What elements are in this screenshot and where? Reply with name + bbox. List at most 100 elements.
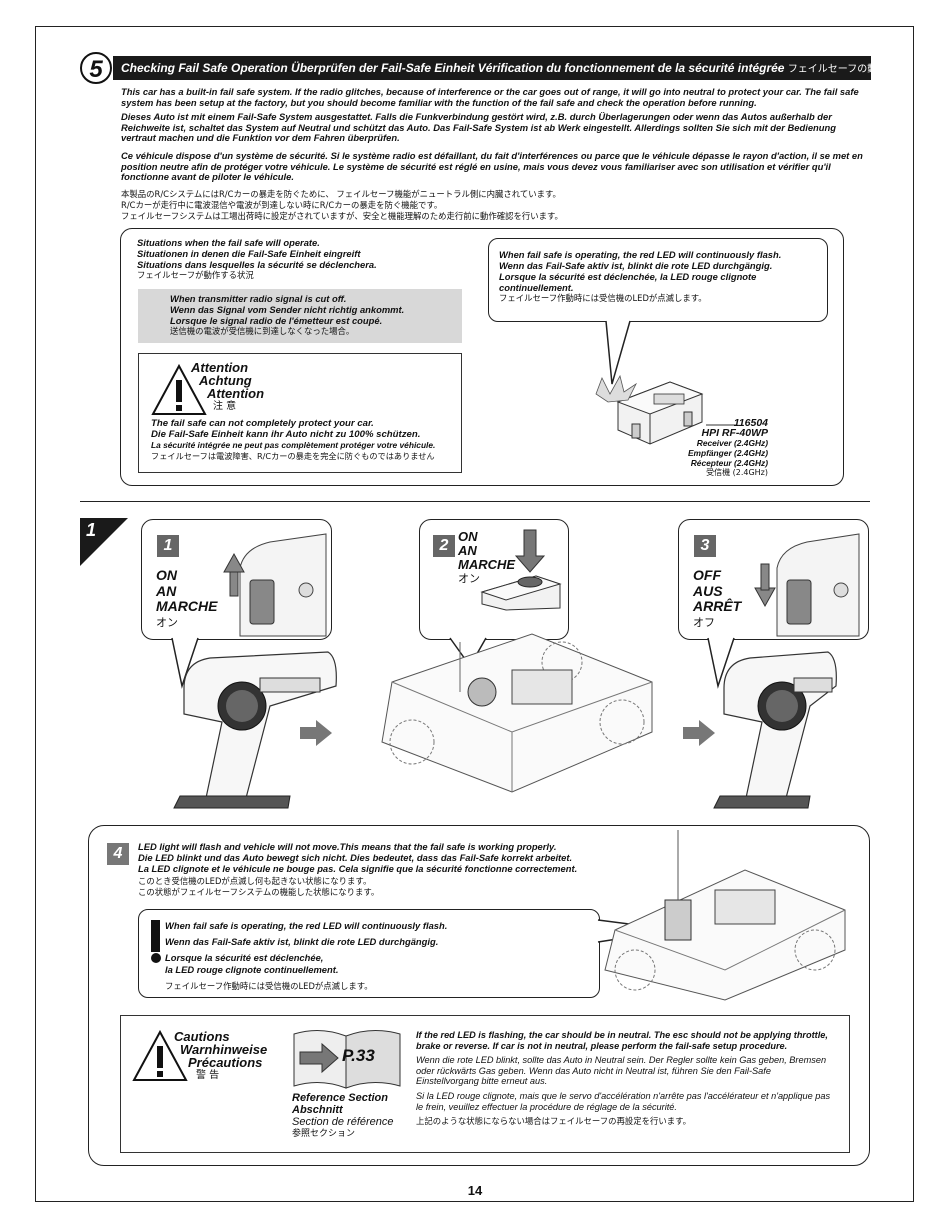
substep-1-number: 1: [157, 535, 179, 557]
arrow-2-shaft: [683, 727, 701, 739]
bubble-tail: [605, 320, 631, 385]
attention-note: The fail safe can not completely protect…: [151, 418, 461, 462]
signal-jp: 送信機の電波が受信機に到達しなくなった場合。: [170, 326, 355, 336]
reference-jp: 参照セクション: [292, 1129, 356, 1139]
cautions-t-fr: Si la LED rouge clignote, mais que le se…: [416, 1090, 831, 1112]
substep-3-number: 3: [694, 535, 716, 557]
intro-en: This car has a built-in fail safe system…: [121, 86, 859, 108]
s2-on: ON: [458, 529, 478, 544]
led-bubble-text: When fail safe is operating, the red LED…: [499, 249, 819, 304]
reference-fr: Section de référence: [292, 1116, 394, 1128]
cautions-text: If the red LED is flashing, the car shou…: [416, 1030, 836, 1127]
arrow-2-icon: [699, 720, 715, 746]
s1-jp: オン: [156, 615, 178, 629]
substep-2-box: 2 ON AN MARCHE オン: [419, 519, 569, 640]
s2-marche: MARCHE: [458, 557, 516, 572]
section-title: Checking Fail Safe Operation Überprüfen …: [121, 61, 785, 75]
section-title-bar: Checking Fail Safe Operation Überprüfen …: [113, 56, 871, 80]
step4-led-fr1: Lorsque la sécurité est déclenchée,: [165, 952, 324, 963]
substep-1-box: 1 ON AN MARCHE オン: [141, 519, 332, 640]
step4-led-en: When fail safe is operating, the red LED…: [165, 920, 448, 931]
reference-de: Abschnitt: [292, 1104, 343, 1116]
attention-jp: 注 意: [213, 401, 237, 412]
s2-jp: オン: [458, 572, 480, 585]
situations-fr: Situations dans lesquelles la sécurité s…: [137, 259, 377, 270]
reference-section-label: Reference Section Abschnitt Section de r…: [292, 1092, 394, 1140]
substep-2-number: 2: [433, 535, 455, 557]
switch-closeup-icon: [223, 533, 327, 637]
signal-lines: When transmitter radio signal is cut off…: [170, 293, 404, 337]
step-four-text: LED light will flash and vehicle will no…: [138, 841, 658, 898]
situations-jp: フェイルセーフが動作する状況: [137, 270, 254, 280]
receiver-illustration: [595, 374, 704, 445]
reference-page: P.33: [342, 1046, 375, 1065]
reference-book-icon: [293, 1030, 401, 1089]
bullet-dot-icon: [151, 953, 161, 963]
cautions-t-de: Wenn die rote LED blinkt, sollte das Aut…: [416, 1055, 827, 1087]
s1-marche: MARCHE: [156, 598, 218, 614]
page-number: 14: [467, 1183, 483, 1198]
step4-jp2: この状態がフェイルセーフシステムの機能した状態になります。: [138, 887, 380, 897]
receiver-l4: 受信機 (2.4GHz): [706, 468, 768, 477]
cautions-de: Warnhinweise: [180, 1042, 268, 1057]
intro-de: Dieses Auto ist mit einem Fail-Safe Syst…: [121, 111, 836, 144]
warning-triangle-icon: [151, 363, 207, 415]
s3-arret: ARRÊT: [693, 598, 742, 614]
section-title-jp: フェイルセーフの動作確認: [787, 64, 871, 75]
substep-3-box: 3 OFF AUS ARRÊT オフ: [678, 519, 869, 640]
s3-jp: オフ: [693, 615, 715, 629]
s1-on: ON: [156, 567, 177, 583]
s1-an: AN: [156, 582, 177, 599]
receiver-l3: Récepteur (2.4GHz): [690, 458, 768, 468]
s3-off: OFF: [693, 567, 721, 583]
led-bubble: When fail safe is operating, the red LED…: [488, 238, 828, 322]
section-number: 5: [80, 52, 112, 84]
step-one-marker: 1: [80, 518, 128, 566]
led-de: Wenn das Fail-Safe aktiv ist, blinkt die…: [499, 260, 773, 271]
situations-block: Situations when the fail safe will opera…: [137, 237, 467, 281]
reference-en: Reference Section: [292, 1092, 388, 1104]
receiver-l1: Receiver (2.4GHz): [696, 438, 768, 448]
car-chassis-icon: [381, 633, 653, 793]
attention-heading: Attention Achtung Attention 注 意: [191, 361, 264, 413]
step4-led-de: Wenn das Fail-Safe aktiv ist, blinkt die…: [165, 936, 439, 947]
attention-de: Achtung: [199, 373, 252, 388]
cautions-jp: 警 告: [196, 1070, 220, 1081]
substep-3-tail: [707, 637, 735, 689]
transmitter-left-icon: [173, 651, 337, 809]
attention-note-fr: La sécurité intégrée ne peut pas complèt…: [151, 440, 436, 450]
receiver-part: 116504: [733, 417, 768, 429]
arrow-1-shaft: [300, 727, 318, 739]
step4-car-icon: [604, 830, 846, 1001]
s3-aus: AUS: [693, 582, 723, 599]
step4-led-fr2: la LED rouge clignote continuellement.: [165, 964, 339, 975]
page-frame: [35, 26, 914, 1202]
arrow-1-icon: [316, 720, 332, 746]
led-fr: Lorsque la sécurité est déclenchée, la L…: [499, 271, 757, 293]
receiver-labels: 116504 HPI RF-40WP Receiver (2.4GHz) Emp…: [680, 418, 768, 478]
signal-cut-panel: When transmitter radio signal is cut off…: [138, 289, 462, 343]
substep-1-tail: [171, 637, 199, 689]
attention-en: Attention: [191, 360, 249, 375]
intro-jp-3: フェイルセーフシステムは工場出荷時に設定がされていますが、安全と機能理解のため走…: [121, 211, 563, 221]
transmitter-right-icon: [713, 651, 837, 809]
receiver-leader-line: [706, 424, 736, 426]
cautions-fr: Précautions: [188, 1055, 263, 1070]
intro-jp-2: R/Cカーが走行中に電波混信や電波が到達しない時にR/Cカーの暴走を防ぐ機能です…: [121, 200, 443, 210]
signal-de: Wenn das Signal vom Sender nicht richtig…: [170, 304, 405, 315]
attention-note-en: The fail safe can not completely protect…: [151, 418, 374, 429]
receiver-switch-icon: [480, 529, 562, 611]
caution-triangle-icon: [132, 1029, 188, 1081]
step4-fr: La LED clignote et le véhicule ne bouge …: [138, 863, 578, 874]
section-divider: [80, 501, 870, 502]
switch-off-closeup-icon: [754, 533, 860, 637]
intro-fr: Ce véhicule dispose d'un système de sécu…: [121, 150, 863, 183]
substep-2-label: ON AN MARCHE オン: [458, 530, 515, 586]
signal-en: When transmitter radio signal is cut off…: [170, 293, 347, 304]
exclamation-icon: [151, 920, 160, 952]
cautions-heading: Cautions Warnhinweise Précautions 警 告: [174, 1030, 267, 1082]
step-one-number: 1: [86, 520, 97, 540]
attention-note-jp: フェイルセーフは電波障害、R/Cカーの暴走を完全に防ぐものではありません: [151, 451, 435, 461]
substep-1-label: ON AN MARCHE オン: [156, 567, 218, 630]
step4-en: LED light will flash and vehicle will no…: [138, 841, 557, 852]
